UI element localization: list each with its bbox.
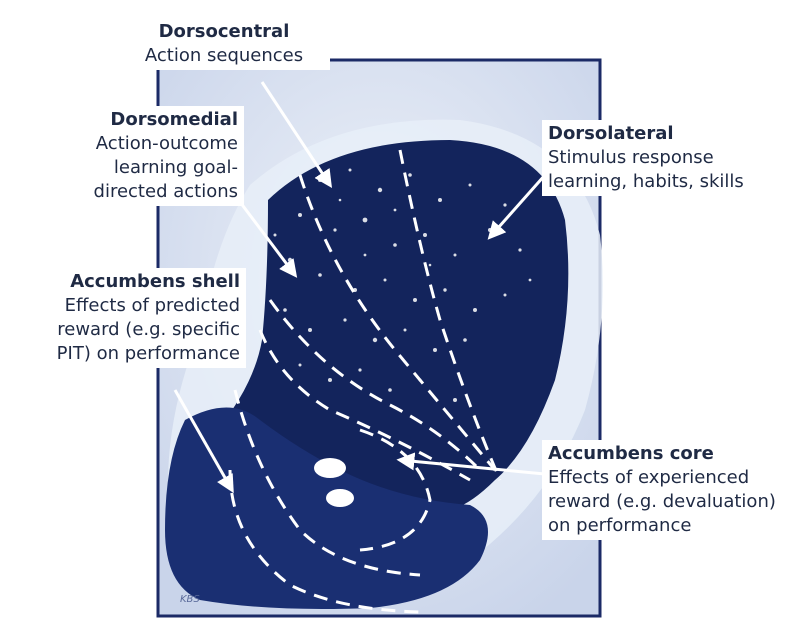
- label-dorsomedial-desc: Action-outcome learning goal- directed a…: [48, 132, 238, 204]
- label-dorsocentral-desc: Action sequences: [124, 44, 324, 68]
- label-dorsomedial-title: Dorsomedial: [48, 108, 238, 132]
- label-accumbens-shell: Accumbens shell Effects of predicted rew…: [4, 268, 246, 368]
- label-accumbens-core-title: Accumbens core: [548, 442, 793, 466]
- label-accumbens-shell-title: Accumbens shell: [10, 270, 240, 294]
- anterior-commissure: [314, 458, 346, 478]
- anterior-commissure-2: [326, 489, 354, 507]
- label-accumbens-shell-desc: Effects of predicted reward (e.g. specif…: [10, 294, 240, 366]
- label-dorsocentral: Dorsocentral Action sequences: [118, 18, 330, 70]
- label-dorsolateral: Dorsolateral Stimulus response learning,…: [542, 120, 794, 196]
- label-dorsolateral-desc: Stimulus response learning, habits, skil…: [548, 146, 788, 194]
- artist-signature: KBS: [180, 594, 200, 605]
- label-accumbens-core: Accumbens core Effects of experienced re…: [542, 440, 798, 540]
- label-accumbens-core-desc: Effects of experienced reward (e.g. deva…: [548, 466, 793, 538]
- label-dorsocentral-title: Dorsocentral: [124, 20, 324, 44]
- label-dorsomedial: Dorsomedial Action-outcome learning goal…: [42, 106, 244, 206]
- label-dorsolateral-title: Dorsolateral: [548, 122, 788, 146]
